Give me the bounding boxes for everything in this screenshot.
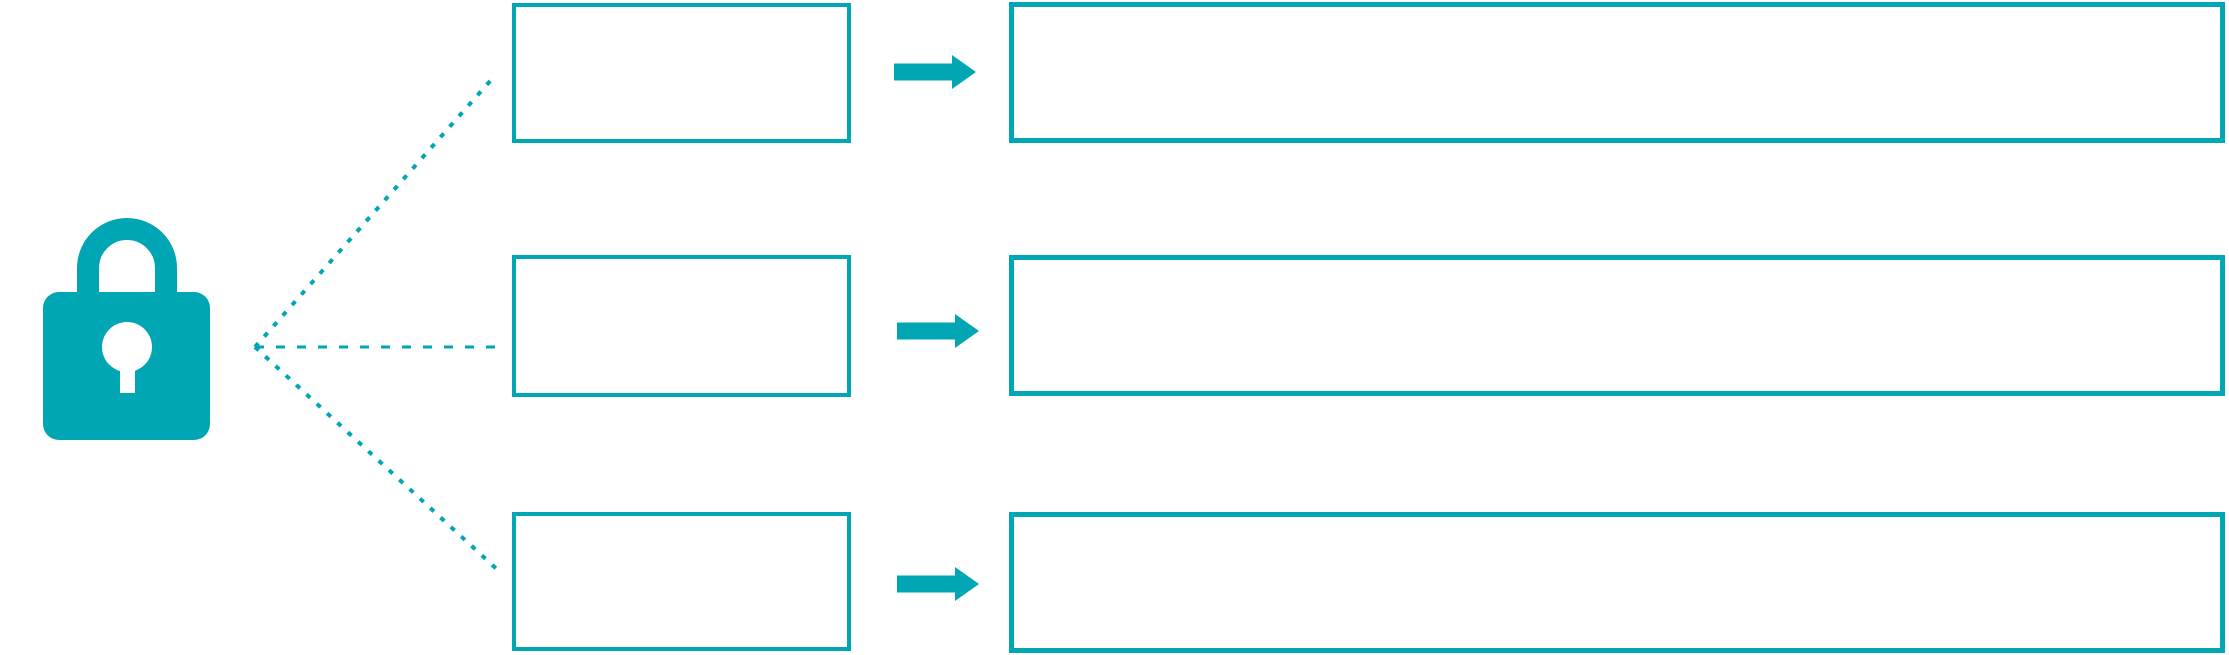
padlock-icon <box>43 218 210 440</box>
source-box-2 <box>512 255 851 397</box>
padlock-keyhole-stem <box>120 347 135 393</box>
arrow-right-icon <box>897 314 979 348</box>
arrow-right-icon <box>897 567 979 601</box>
padlock-shackle <box>77 218 177 305</box>
source-box-3 <box>512 512 851 651</box>
dotted-connector-bottom <box>253 345 503 575</box>
source-box-1 <box>512 3 851 143</box>
target-box-1 <box>1009 2 2225 143</box>
arrow-right-icon <box>894 55 976 89</box>
target-box-2 <box>1009 255 2225 396</box>
dotted-connector-top <box>253 78 493 349</box>
target-box-3 <box>1009 512 2225 653</box>
